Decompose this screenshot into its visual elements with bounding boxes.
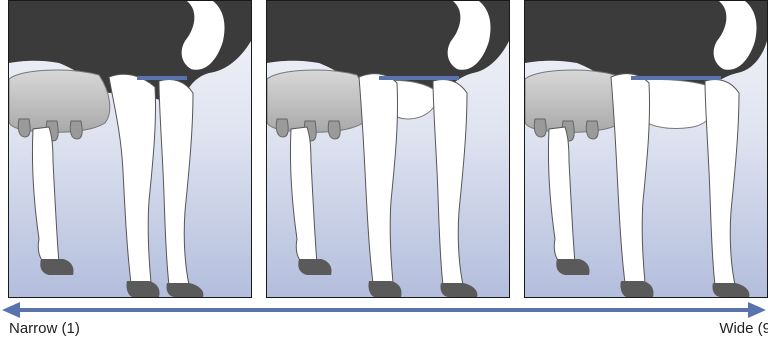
panel-narrow bbox=[8, 0, 252, 298]
panel-intermediate bbox=[266, 0, 510, 298]
scale-label-narrow: Narrow (1) bbox=[9, 320, 80, 337]
scale-arrow bbox=[0, 300, 768, 320]
panel-wide bbox=[524, 0, 768, 298]
scale-label-wide: Wide (9) bbox=[719, 320, 768, 337]
